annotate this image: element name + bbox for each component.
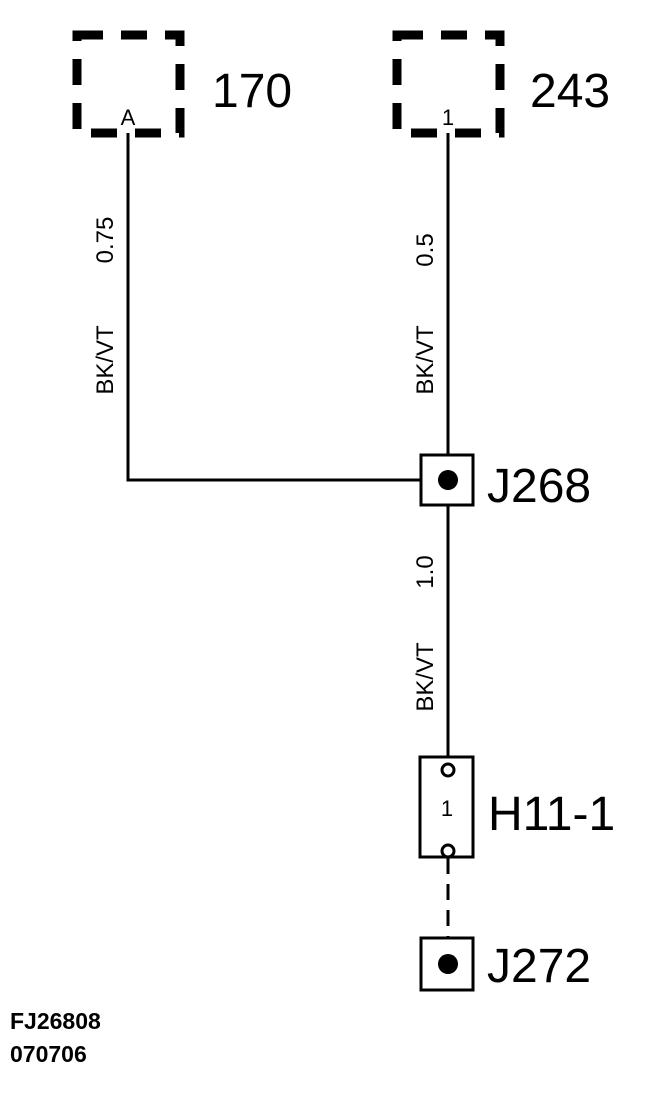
splice-j268: J268 <box>419 453 591 513</box>
wire-color-243: BK/VT <box>412 325 439 395</box>
connector-h11-1-bottom-pin <box>440 843 456 859</box>
wire-label-243: BK/VT 0.5 <box>412 233 439 394</box>
connector-h11-1-top-pin <box>440 762 456 778</box>
connector-170: A 170 <box>72 30 292 138</box>
connector-170-label: 170 <box>212 65 292 118</box>
connector-h11-1: 1 H11-1 <box>418 755 615 859</box>
connector-243-label: 243 <box>530 65 610 118</box>
connector-243-pin-label: 1 <box>442 105 454 130</box>
splice-j272-label: J272 <box>487 940 591 993</box>
footer-id-line1: FJ26808 <box>10 1008 101 1034</box>
connector-h11-1-label: H11-1 <box>488 788 615 841</box>
splice-j272-dot <box>438 954 458 974</box>
connector-170-pin-label: A <box>121 105 136 130</box>
wire-170-to-j268 <box>126 133 421 482</box>
wire-color-170: BK/VT <box>92 325 119 395</box>
wire-label-j268: BK/VT 1.0 <box>412 555 439 711</box>
splice-j268-label: J268 <box>487 460 591 513</box>
wire-label-170: BK/VT 0.75 <box>92 217 119 395</box>
footer-id-line2: 070706 <box>10 1041 87 1067</box>
connector-243: 1 243 <box>392 30 610 138</box>
splice-j268-dot <box>438 470 458 490</box>
wire-size-170: 0.75 <box>92 217 119 264</box>
wire-size-j268: 1.0 <box>412 555 439 588</box>
wire-color-j268: BK/VT <box>412 642 439 712</box>
wire-size-243: 0.5 <box>412 233 439 266</box>
splice-j272: J272 <box>419 936 591 993</box>
connector-h11-1-pin-label: 1 <box>441 796 453 821</box>
connector-243-box <box>392 30 505 138</box>
connector-170-box <box>72 30 185 138</box>
